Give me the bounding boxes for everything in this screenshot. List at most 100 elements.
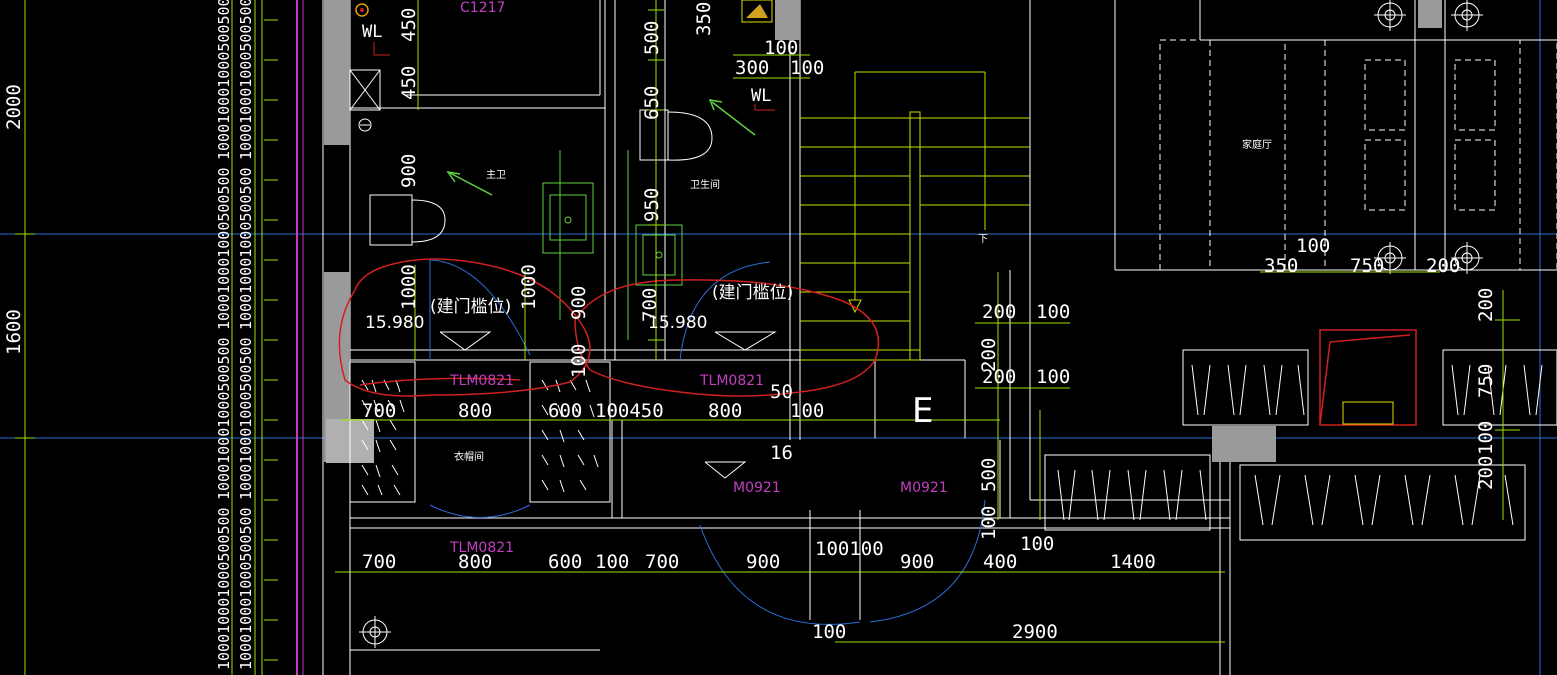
pipe-marker [355,0,773,23]
marker-e: E [912,391,933,431]
room-labels: 主卫 卫生间 衣帽间 家庭厅 下 [454,138,1272,463]
dim-h300: 300 [735,57,769,79]
fixture-circle-icon [359,0,1483,648]
dim-r1-c: 600 [548,400,582,422]
elevation-labels: 15.980 15.980 (建门槛位) (建门槛位) E [365,283,933,431]
dimension-lines [335,0,1520,643]
window-tag-c1217: C1217 [460,0,505,16]
dim-h100b: 100 [790,57,824,79]
dim-rt-v100: 100 [978,506,1000,540]
door-tag-m0921-b: M0921 [900,480,948,496]
door-tag-tlm-mid: TLM0821 [699,373,764,389]
dim-r2-b: 800 [458,551,492,573]
dim-v650: 650 [641,86,663,120]
dim-v950: 950 [641,188,663,222]
dim-rt-fv100: 100 [1475,421,1497,455]
dim-v500: 500 [641,21,663,55]
stack-text-1c: 100010001000500500 [215,337,233,500]
dim-rt-h350: 350 [1264,255,1298,277]
interior-walls [350,0,1557,675]
left-dimension-column: 2000 1600 [3,0,35,675]
dim-r2-h: 900 [900,551,934,573]
dim-r1-g: 100 [790,400,824,422]
dim-r2-d: 100 [595,551,629,573]
dim-r2-j: 100 [1020,533,1054,555]
dim-rt-r100b: 100 [1036,366,1070,388]
dim-rt-v500: 500 [978,458,1000,492]
elevation-right: 15.980 [648,313,707,333]
stack-text-1a: 100010001000500500 [215,0,233,160]
dim-r1-d: 100450 [595,400,664,422]
annotation-door-sill-left: (建门槛位) [430,297,511,317]
pipe-labels: WL WL [362,22,775,111]
dim-r2-c: 600 [548,551,582,573]
basin-fixtures [542,150,683,340]
room-label-family-hall: 家庭厅 [1242,138,1272,151]
column-blocks [775,0,1442,462]
dim-rt-fv200: 200 [1475,288,1497,322]
dim-v450b: 450 [398,66,420,100]
dim-r3-a: 100 [812,621,846,643]
dim-v450a: 450 [398,8,420,42]
elevation-left: 15.980 [365,313,424,333]
dim-rt-h100: 100 [1296,235,1330,257]
fixtures [349,69,1557,541]
left-dim-top: 2000 [3,84,25,130]
left-dim-bottom: 1600 [3,309,25,355]
dimension-row-1: 700 800 600 100450 800 50 100 16 [362,381,824,464]
dim-r2-e: 700 [645,551,679,573]
dim-r3-b: 2900 [1012,621,1058,643]
dim-r2-i: 400 [983,551,1017,573]
dim-r2-k: 1400 [1110,551,1156,573]
dim-rt-r200a: 200 [982,301,1016,323]
exterior-wall [296,0,374,675]
door-tag-tlm-bottom: TLM0821 [449,540,514,556]
room-label-cloakroom: 衣帽间 [454,450,484,463]
door-tag-m0921-a: M0921 [733,480,781,496]
stack-text-2b: 100010001000500500 [237,167,255,330]
wardrobe-panels-right [1159,39,1557,271]
pipe-label-wl-top: WL [362,22,382,42]
dim-r1-f: 50 [770,381,793,403]
dim-r1-e: 800 [708,400,742,422]
annotation-door-sill-right: (建门槛位) [712,283,793,303]
dim-r1-b: 800 [458,400,492,422]
dim-v700: 700 [639,288,661,322]
dim-rt-r100a: 100 [1036,301,1070,323]
stacked-dim-text: 100010001000500500 100010001000500500 10… [215,0,278,675]
dimension-row-2: 700 800 600 100 700 900 100100 900 400 1… [362,533,1156,573]
stack-text-2a: 100010001000500500 [237,0,255,160]
dim-r1-a: 700 [362,400,396,422]
dim-rt-r200b: 200 [982,366,1016,388]
room-label-master-bath: 主卫 [486,169,506,181]
wardrobe-hatching [361,364,1543,526]
arrow-direction-icon [446,99,756,196]
pipe-label-wl-right: WL [751,86,771,106]
dim-v900: 900 [398,154,420,188]
door-tags: C1217 TLM0821 TLM0821 TLM0821 M0921 M092… [449,0,948,556]
right-dimensions: 100 350 750 200 200 100 200 100 200 500 … [978,235,1497,540]
dim-h100: 100 [764,37,798,59]
dim-v350: 350 [693,2,715,36]
stair [800,71,1030,361]
red-fixture-box [1319,329,1417,426]
dim-r2-a: 700 [362,551,396,573]
dim-v100: 100 [568,344,590,378]
door-swings [429,259,986,625]
top-dimensions: 450 450 350 100 300 100 500 650 900 950 … [398,2,824,378]
dim-rt-fv750: 750 [1475,364,1497,398]
dim-rt-fv200b: 200 [1475,456,1497,490]
stack-text-2c: 100010001000500500 [237,337,255,500]
room-label-bathroom: 卫生间 [690,178,720,191]
dim-rt-h750: 750 [1350,255,1384,277]
stack-text-1d: 100010001000500500 [215,507,233,670]
dim-rt-v200: 200 [978,338,1000,372]
dim-r2-f: 900 [746,551,780,573]
stack-text-1b: 100010001000500500 [215,167,233,330]
dim-rt-h200: 200 [1426,255,1460,277]
elevation-triangle-icon [439,331,777,479]
dim-r2-g: 100100 [815,538,884,560]
